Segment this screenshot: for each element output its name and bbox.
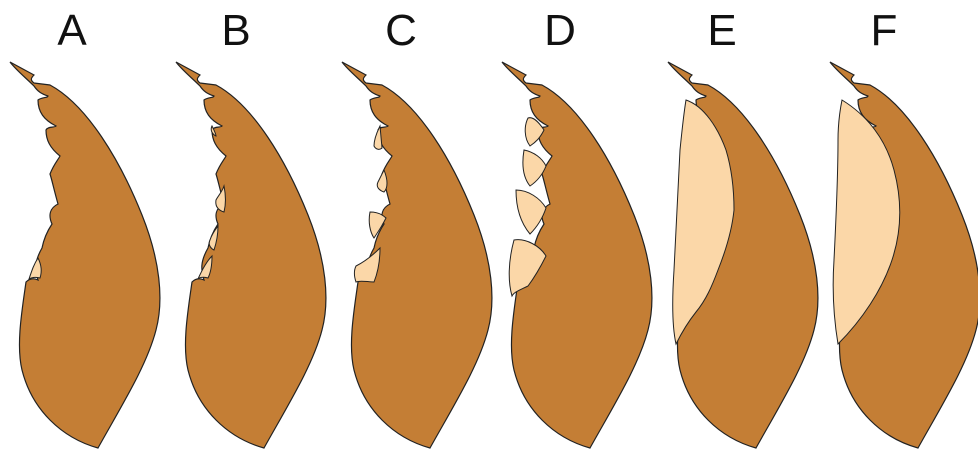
mandible-body xyxy=(10,62,160,448)
panel-label: F xyxy=(871,6,898,55)
panel-e: E xyxy=(668,6,818,448)
mandible-body xyxy=(176,62,326,448)
panel-b: B xyxy=(176,6,326,448)
panel-f: F xyxy=(830,6,978,448)
panel-label: E xyxy=(707,6,736,55)
panel-label: C xyxy=(385,6,417,55)
panel-a: A xyxy=(10,6,160,448)
panel-c: C xyxy=(342,6,492,448)
panel-label: D xyxy=(544,6,576,55)
panel-label: A xyxy=(57,6,87,55)
mandible-body xyxy=(342,62,492,448)
panel-d: D xyxy=(502,6,652,448)
worn-area xyxy=(29,258,41,279)
panel-label: B xyxy=(221,6,250,55)
